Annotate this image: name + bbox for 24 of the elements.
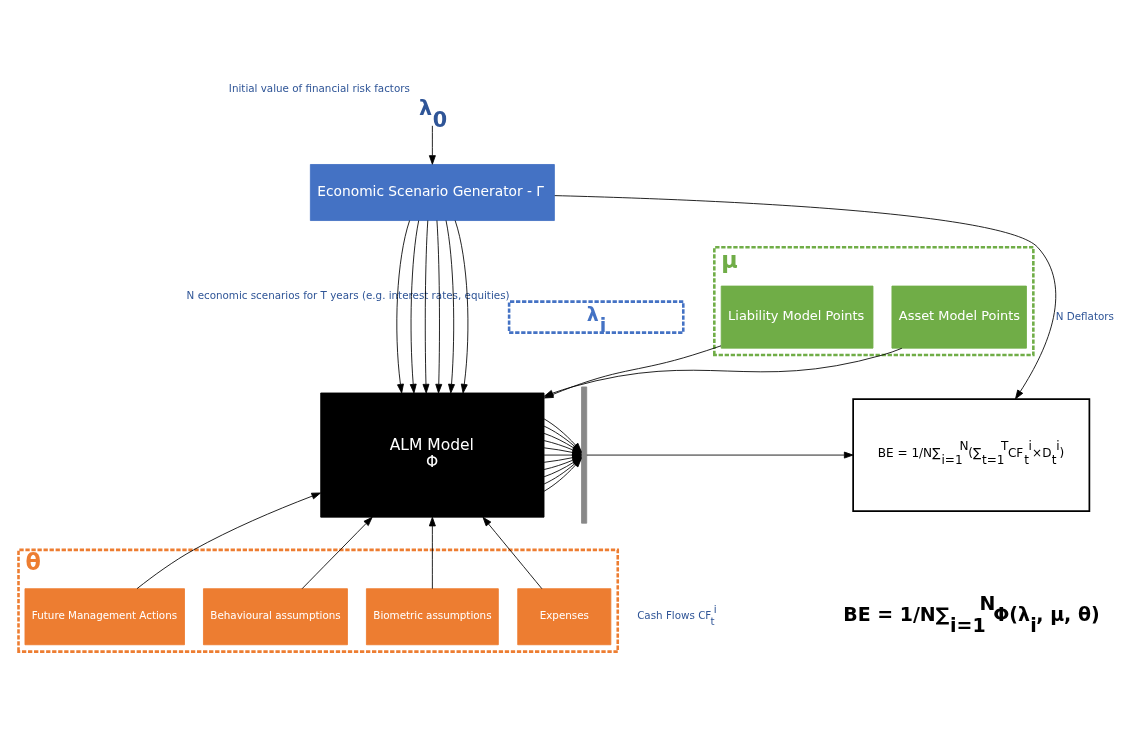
node-box: Biometric assumptions: [366, 588, 499, 646]
arrow: [409, 220, 420, 394]
node-box: Future Management Actions: [24, 588, 185, 646]
arrow: [136, 492, 321, 590]
node-box: Economic Scenario Generator - Γ: [309, 164, 555, 221]
arrow: [435, 220, 443, 394]
arrow: [422, 220, 430, 394]
arrow: [482, 516, 543, 590]
arrow: [396, 220, 410, 394]
arrow: [428, 125, 436, 165]
node-label: Initial value of financial risk factors: [228, 81, 410, 94]
edge-label: N Deflators: [1055, 309, 1114, 322]
arrow: [554, 195, 1057, 400]
node-box: Asset Model Points: [891, 285, 1027, 349]
node-box: Behavioural assumptions: [203, 588, 348, 646]
node-box: Liability Model Points: [720, 285, 874, 349]
node-bracket: [581, 386, 588, 524]
node-box: ALM Model Φ: [320, 392, 545, 518]
arrow: [445, 220, 455, 394]
arrow: [301, 516, 373, 590]
node-box: Expenses: [517, 588, 612, 646]
arrow: [428, 516, 436, 590]
arrow: [586, 451, 854, 459]
arrow: [454, 220, 469, 394]
